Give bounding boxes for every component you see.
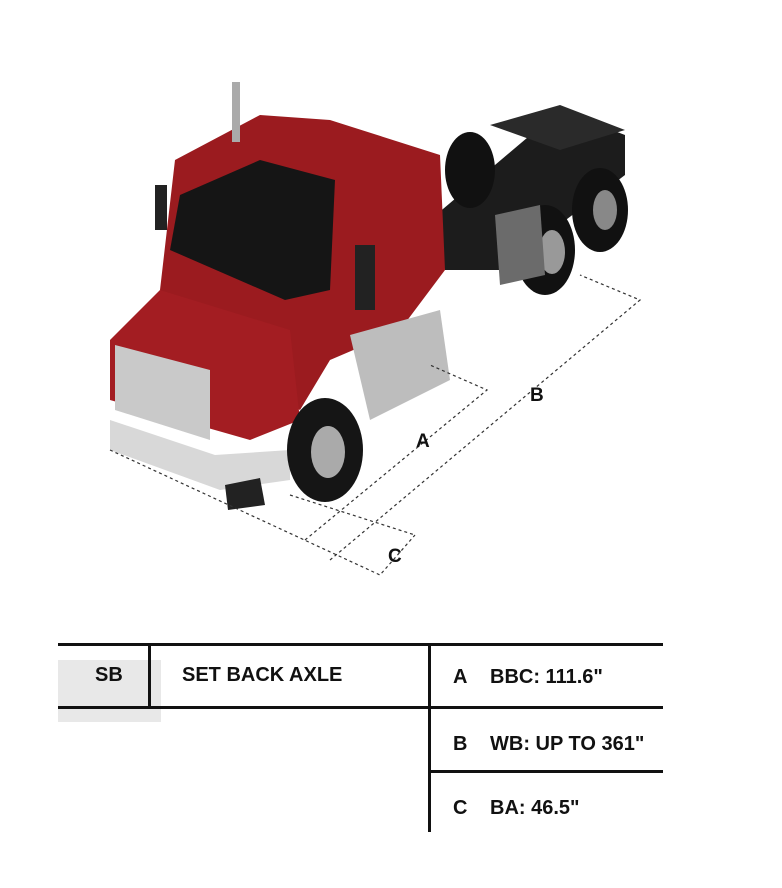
axle-name: SET BACK AXLE xyxy=(182,664,343,686)
spec-letter-a: A xyxy=(453,666,468,688)
table-divider xyxy=(428,643,431,832)
table-divider xyxy=(58,643,663,646)
dimension-label-a: A xyxy=(416,431,430,452)
dimension-lines xyxy=(109,274,642,576)
spec-value-b: WB: UP TO 361" xyxy=(490,733,645,755)
dimension-label-c: C xyxy=(388,546,402,567)
spec-letter-c: C xyxy=(453,797,468,819)
code-highlight xyxy=(58,660,161,722)
axle-code: SB xyxy=(95,664,123,686)
truck-chassis xyxy=(430,105,628,295)
dimension-label-b: B xyxy=(530,385,544,406)
table-divider xyxy=(58,706,663,709)
spec-letter-b: B xyxy=(453,733,468,755)
spec-value-a: BBC: 111.6" xyxy=(490,666,603,688)
table-divider xyxy=(148,643,151,709)
spec-value-c: BA: 46.5" xyxy=(490,797,580,819)
truck-diagram: A B C xyxy=(109,82,642,576)
table-divider xyxy=(430,770,663,773)
truck-cab xyxy=(110,82,450,510)
